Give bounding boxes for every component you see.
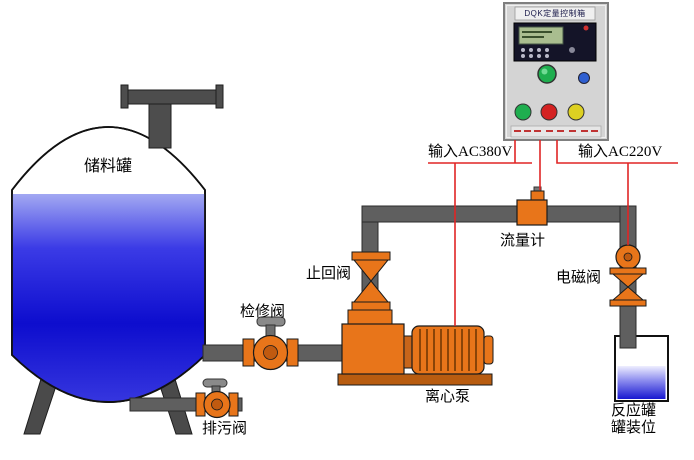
control-box (503, 2, 609, 141)
tank-top-nozzle (120, 84, 224, 149)
label-drain-valve: 排污阀 (202, 421, 248, 437)
motor-fins (419, 329, 477, 371)
label-flow-meter: 流量计 (500, 233, 546, 249)
storage-tank-liquid (12, 194, 205, 402)
label-reaction-tank: 反应罐 (611, 403, 657, 419)
label-strip-text-marks (514, 130, 598, 132)
stop-button-red[interactable] (540, 103, 558, 121)
solenoid-valve (609, 244, 647, 307)
top-pipe (361, 205, 637, 223)
maintenance-valve (242, 316, 299, 371)
label-filling-position: 罐装位 (611, 420, 657, 436)
drain-valve (195, 378, 239, 419)
storage-tank (11, 84, 224, 403)
control-box-title-plate (514, 6, 596, 21)
label-storage-tank: 储料罐 (84, 158, 133, 175)
label-centrifugal-pump: 离心泵 (425, 389, 471, 405)
label-input-ac220v: 输入AC220V (578, 144, 663, 160)
indicator-button-yellow[interactable] (567, 103, 585, 121)
label-solenoid-valve: 电磁阀 (556, 270, 602, 286)
reaction-tank-liquid (617, 366, 666, 399)
label-maintenance-valve: 检修阀 (240, 304, 286, 320)
check-valve (351, 251, 391, 311)
centrifugal-pump (337, 309, 494, 386)
flow-meter (516, 186, 548, 226)
controller-display (513, 22, 597, 62)
control-box-label-strip (510, 125, 602, 138)
control-wires (428, 140, 678, 326)
wire-ac220v-underline (556, 140, 678, 164)
control-box-title: DQK定量控制箱 (524, 9, 586, 18)
green-button-large[interactable] (537, 64, 557, 84)
label-input-ac380v: 输入AC380V (428, 144, 513, 160)
label-check-valve: 止回阀 (306, 266, 352, 282)
blue-button[interactable] (578, 72, 590, 84)
start-button-green[interactable] (514, 103, 532, 121)
